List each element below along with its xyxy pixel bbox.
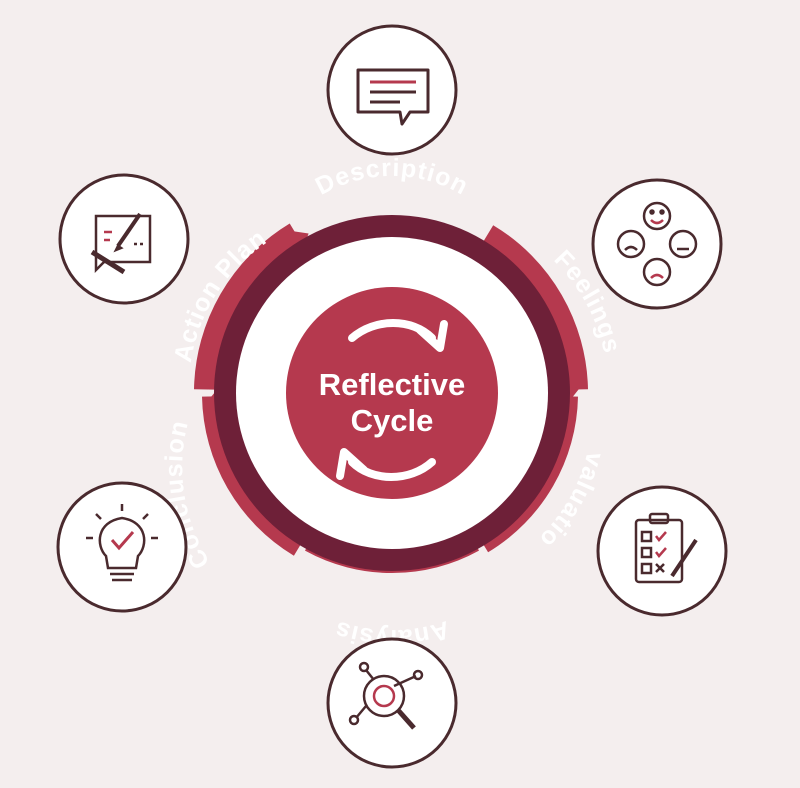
center-title-line-2: Cycle (351, 403, 434, 438)
ruler-pencil-plan-icon (90, 212, 152, 275)
badge-action-plan (58, 173, 190, 305)
cycle-arrowhead-top (416, 320, 448, 352)
lightbulb-check-icon (86, 504, 158, 582)
badge-feelings (591, 178, 723, 310)
magnifier-analysis-icon (348, 661, 424, 730)
cycle-arrowhead-bottom (336, 448, 368, 480)
badge-conclusion (56, 481, 188, 613)
stage-label-description: Description (311, 154, 473, 201)
badge-evaluation (596, 485, 728, 617)
badge-description (326, 24, 458, 156)
emotion-faces-icon (616, 201, 698, 287)
center-title-line-1: Reflective (319, 367, 465, 402)
badge-analysis (326, 637, 458, 769)
checklist-clipboard-icon (634, 512, 698, 584)
speech-bubble-icon (356, 68, 430, 126)
